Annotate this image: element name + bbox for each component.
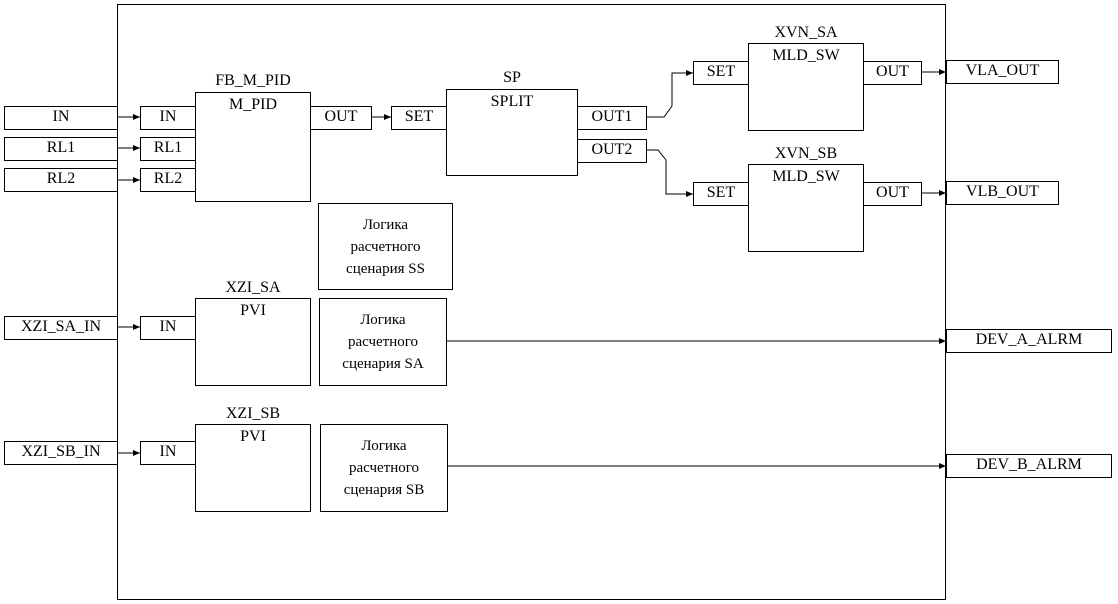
- xvn-sb-instance-name: XVN_SB: [774, 145, 838, 162]
- wire-out1-xvn-sa: [646, 70, 693, 118]
- xvn-sb-pin-out[interactable]: OUT: [863, 182, 922, 206]
- pid-block[interactable]: M_PID: [195, 92, 311, 202]
- pid-instance-name: FB_M_PID: [215, 72, 291, 89]
- logic-sa-line-1: Логика: [360, 312, 406, 328]
- pid-pin-rl1[interactable]: RL1: [140, 137, 196, 161]
- logic-sa-line-3: сценария SA: [342, 356, 424, 372]
- pid-pin-out[interactable]: OUT: [310, 106, 372, 130]
- outer-output-dev-a-alrm[interactable]: DEV_A_ALRM: [946, 329, 1112, 353]
- xzi-sb-type: PVI: [240, 428, 266, 445]
- logic-block-ss[interactable]: Логика расчетного сценария SS: [318, 203, 453, 290]
- xzi-sa-instance-name: XZI_SA: [225, 279, 281, 296]
- logic-block-sa[interactable]: Логика расчетного сценария SA: [319, 298, 447, 386]
- xzi-sb-instance-name: XZI_SB: [225, 405, 281, 422]
- outer-output-dev-b-alrm[interactable]: DEV_B_ALRM: [946, 454, 1112, 478]
- outer-input-rl2[interactable]: RL2: [4, 168, 118, 192]
- split-instance-name: SP: [503, 69, 521, 86]
- pid-pin-rl2[interactable]: RL2: [140, 168, 196, 192]
- outer-input-rl1[interactable]: RL1: [4, 137, 118, 161]
- logic-sa-line-2: расчетного: [347, 334, 419, 350]
- xzi-sa-pin-in[interactable]: IN: [140, 316, 196, 340]
- xvn-sb-type: MLD_SW: [772, 168, 840, 185]
- xzi-sb-block[interactable]: PVI: [195, 424, 311, 512]
- outer-input-xzi-sb-in[interactable]: XZI_SB_IN: [4, 441, 118, 465]
- logic-sb-line-3: сценария SB: [343, 482, 425, 498]
- logic-ss-line-3: сценария SS: [346, 260, 425, 277]
- split-pin-set[interactable]: SET: [391, 106, 447, 130]
- xvn-sb-block[interactable]: MLD_SW: [748, 164, 864, 252]
- xzi-sa-type: PVI: [240, 302, 266, 319]
- xvn-sa-pin-set[interactable]: SET: [693, 61, 749, 85]
- outer-input-xzi-sa-in[interactable]: XZI_SA_IN: [4, 316, 118, 340]
- outer-output-vla-out[interactable]: VLA_OUT: [946, 60, 1059, 84]
- logic-ss-line-2: расчетного: [350, 238, 421, 255]
- logic-sb-line-1: Логика: [361, 438, 407, 454]
- xvn-sa-pin-out[interactable]: OUT: [863, 61, 922, 85]
- split-block[interactable]: SPLIT: [446, 89, 578, 176]
- split-pin-out1[interactable]: OUT1: [577, 106, 647, 130]
- xvn-sb-pin-set[interactable]: SET: [693, 182, 749, 206]
- outer-input-in[interactable]: IN: [4, 106, 118, 130]
- split-pin-out2[interactable]: OUT2: [577, 139, 647, 163]
- logic-block-sb[interactable]: Логика расчетного сценария SB: [320, 424, 448, 512]
- xvn-sa-type: MLD_SW: [772, 47, 840, 64]
- xzi-sb-pin-in[interactable]: IN: [140, 441, 196, 465]
- split-type: SPLIT: [490, 93, 534, 110]
- logic-ss-line-1: Логика: [362, 216, 409, 233]
- pid-pin-in[interactable]: IN: [140, 106, 196, 130]
- wire-out2-xvn-sb: [646, 149, 693, 197]
- xzi-sa-block[interactable]: PVI: [195, 298, 311, 386]
- function-block-frame: [117, 4, 946, 600]
- xvn-sa-instance-name: XVN_SA: [774, 24, 838, 41]
- outer-output-vlb-out[interactable]: VLB_OUT: [946, 181, 1059, 205]
- xvn-sa-block[interactable]: MLD_SW: [748, 43, 864, 131]
- logic-sb-line-2: расчетного: [348, 460, 420, 476]
- pid-type: M_PID: [228, 96, 277, 113]
